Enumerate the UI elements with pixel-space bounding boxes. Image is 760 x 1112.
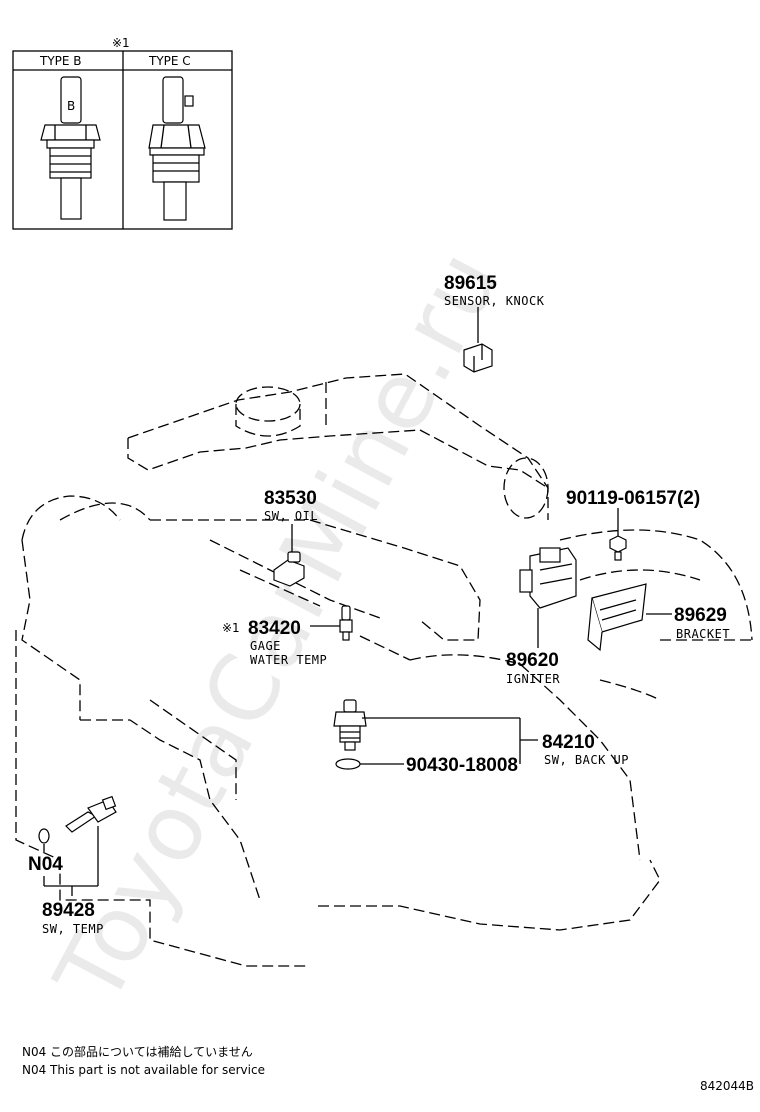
inset-type-b-header: TYPE B — [39, 54, 82, 68]
inset-ref-mark: ※1 — [112, 36, 130, 50]
note-japanese: N04 この部品については補給していません — [22, 1044, 253, 1059]
knock-sensor-icon — [463, 343, 493, 373]
oil-switch-name: SW, OIL — [264, 509, 318, 523]
type-c-sensor-icon — [148, 76, 206, 221]
igniter-icon — [519, 547, 577, 609]
backup-switch-number: 84210 — [542, 732, 595, 753]
knock-sensor-number: 89615 — [444, 273, 497, 294]
gasket-icon — [335, 758, 361, 770]
backup-switch-name: SW, BACK UP — [544, 753, 629, 767]
knock-sensor-name: SENSOR, KNOCK — [444, 294, 545, 308]
bracket-icon — [587, 583, 647, 652]
oil-switch-number: 83530 — [264, 488, 317, 509]
temp-switch-name: SW, TEMP — [42, 922, 104, 936]
o-ring-icon — [38, 828, 50, 844]
note-english: N04 This part is not available for servi… — [22, 1063, 265, 1077]
diagram-id: 842044B — [700, 1079, 754, 1093]
igniter-name: IGNITER — [506, 672, 560, 686]
igniter-number: 89620 — [506, 650, 559, 671]
bracket-name: BRACKET — [676, 627, 730, 641]
water-temp-gage-number: 83420 — [248, 618, 301, 639]
gasket-number: 90430-18008 — [406, 755, 518, 776]
water-temp-gage-name-2: WATER TEMP — [250, 653, 327, 667]
oil-switch-icon — [273, 551, 305, 587]
water-temp-gage-icon — [339, 605, 353, 641]
bracket-number: 89629 — [674, 605, 727, 626]
bolt-number: 90119-06157(2) — [566, 488, 700, 509]
temp-switch-number: 89428 — [42, 900, 95, 921]
backup-switch-icon — [333, 699, 367, 751]
inset-type-c-header: TYPE C — [148, 54, 191, 68]
engine-outline — [15, 373, 753, 967]
type-b-sensor-icon: B — [40, 76, 101, 220]
inset-box: ※1 TYPE B TYPE C B — [12, 36, 233, 230]
water-temp-gage-name-1: GAGE — [250, 639, 281, 653]
water-temp-ref-mark: ※1 — [222, 621, 240, 635]
temp-switch-icon — [65, 795, 117, 833]
not-serviced-number: N04 — [28, 854, 63, 875]
type-b-glyph: B — [67, 99, 75, 113]
bolt-icon — [609, 535, 627, 561]
